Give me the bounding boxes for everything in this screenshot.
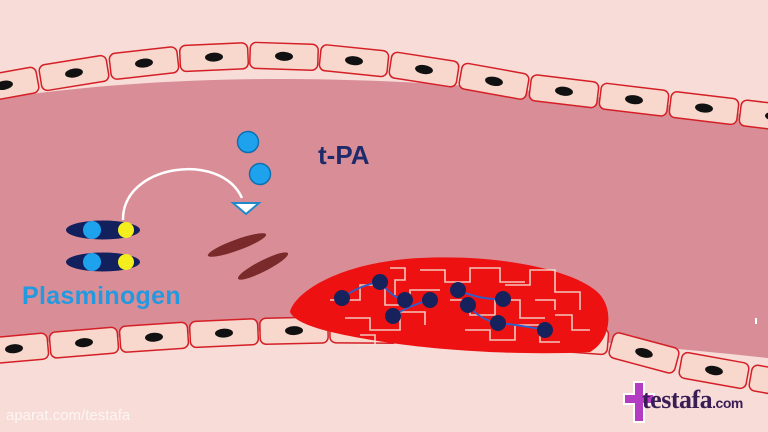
plasminogen-molecule [66,220,140,240]
tpa-molecule [236,130,260,154]
clot-node [397,292,413,308]
tpa-label: t-PA [318,140,370,170]
cell-nucleus [695,103,713,113]
clot-node [490,315,506,331]
cell-nucleus [75,338,93,348]
cleaved-fragment [237,252,289,280]
cell-nucleus [485,76,503,87]
tpa-molecule [248,162,272,186]
endothelial-cell [48,326,120,359]
endothelial-cell [178,42,250,73]
cell-nucleus [205,52,223,62]
clot-node [460,297,476,313]
clot-node [495,291,511,307]
clot-nodes [334,274,553,338]
cell-nucleus [145,332,163,342]
clot-node [537,322,553,338]
cell-nucleus [555,86,573,96]
endothelial-cell [388,51,460,88]
logo-main: testafa [642,385,713,414]
cell-nucleus [65,68,83,78]
cell-nucleus [5,344,23,354]
cell-nucleus [215,328,233,338]
top-endothelium [0,41,768,134]
clot-node [334,290,350,306]
cleaved-fragment [207,233,267,257]
clot-node [422,292,438,308]
endothelial-cell [738,99,768,134]
endothelial-cell [748,364,768,402]
cell-nucleus [415,64,433,75]
plus-cross-icon [623,381,655,423]
endothelial-cell [0,332,50,365]
cell-nucleus [705,365,723,376]
arrow-curve-icon [121,167,244,221]
endothelial-cell [458,62,530,100]
cell-nucleus [625,95,643,105]
endothelial-cell [598,82,670,117]
cell-nucleus [275,51,293,61]
endothelial-cell [249,41,319,71]
endothelial-cell [608,332,680,374]
cell-nucleus [635,348,653,358]
logo-suffix: .com [712,395,743,411]
plasminogen-molecule [66,252,140,272]
clot-node [450,282,466,298]
endothelial-cell [0,66,40,104]
endothelial-cell [108,46,180,80]
plasminogen-label: Plasminogen [22,282,181,310]
endothelial-cell [38,54,110,92]
edge-mark [755,318,757,324]
cell-nucleus [135,58,153,68]
endothelial-cell [318,44,390,78]
endothelial-cell [668,91,740,126]
cell-nucleus [285,326,303,336]
testafa-logo: testafa.com [620,378,766,428]
triangle-head-icon [230,202,262,216]
logo-text: testafa.com [642,385,743,415]
clot-node [385,308,401,324]
endothelial-cell [678,351,750,390]
endothelial-cell [118,321,190,353]
cell-nucleus [0,80,13,90]
endothelial-cell [188,318,260,349]
clot-node [372,274,388,290]
cell-nucleus [345,56,363,66]
watermark-text: aparat.com/testafa [6,407,131,424]
endothelial-cell [528,74,600,109]
